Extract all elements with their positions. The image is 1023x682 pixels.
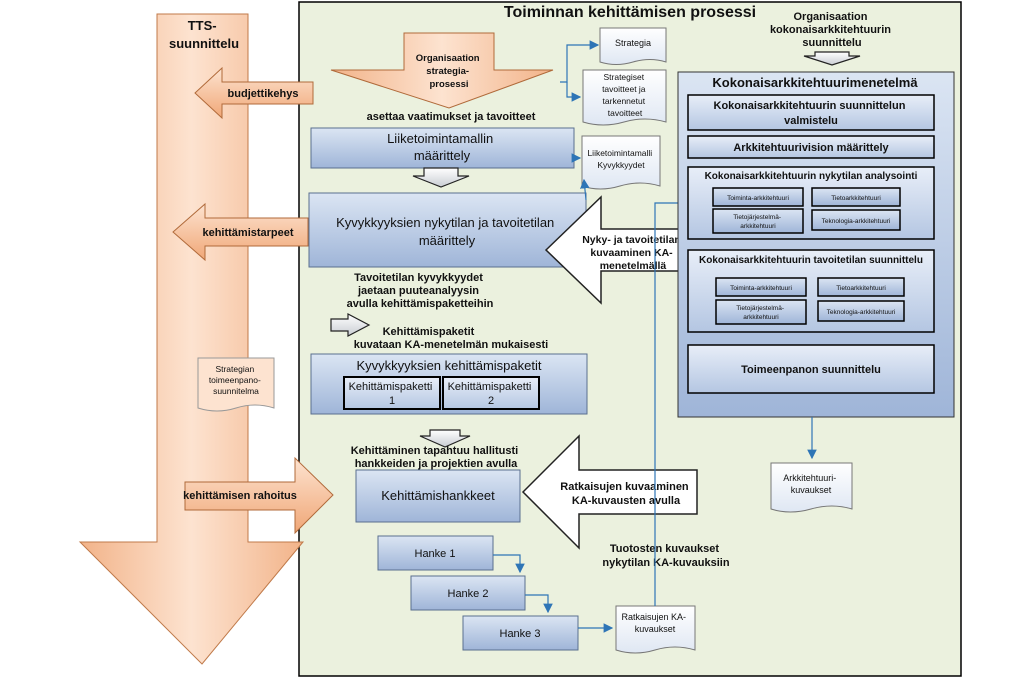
tavoitetila-teknologia <box>817 300 905 322</box>
connector-ratkaisut-ka <box>654 198 688 606</box>
tavoitetila-teknologia-label: Teknologia-arkkitehtuuri <box>827 309 896 316</box>
strategiaprosessi-arrow <box>330 32 554 109</box>
paketti2-label: Kehittämispaketti 2 <box>448 381 535 407</box>
hallitusti-text: Kehittäminen tapahtuu hallitusti hankkei… <box>351 445 522 470</box>
hanke2-label: Hanke 2 <box>448 588 489 600</box>
kyvykkyyksien-label: Kyvykkyyksien nykytilan ja tavoitetilan … <box>336 215 558 248</box>
tavoitetila-tieto <box>817 277 905 297</box>
liiketoimintamalli-box <box>310 127 575 169</box>
ka-valmistelu-box <box>687 94 935 131</box>
strategian-doc-text: Strategian toimeenpano- suunnitelma <box>209 364 263 396</box>
tavoitetila-toiminta-label: Toiminta-arkkitehtuuri <box>730 285 792 292</box>
hankkeet-box <box>355 469 521 523</box>
tts-title: TTS- suunnittelu <box>169 18 239 51</box>
strategiaprosessi-label: Organisaation strategia- prosessi <box>416 53 483 90</box>
liiketoimintamalli-label: Liiketoimintamallin määrittely <box>387 131 497 163</box>
kehittamistarpeet-label: kehittämistarpeet <box>202 227 293 239</box>
nykytila-tieto <box>811 187 901 207</box>
tuotosten-text: Tuotosten kuvaukset nykytilan KA-kuvauks… <box>602 543 729 569</box>
ka-nykytila-title: Kokonaisarkkitehtuurin nykytilan analyso… <box>705 171 918 182</box>
nykytila-tieto-label: Tietoarkkitehtuuri <box>831 195 881 202</box>
tavoitetila-text: Tavoitetilan kyvykkyydet jaetaan puutean… <box>347 272 494 310</box>
strategia-doc <box>599 27 667 65</box>
connector-strategia <box>560 40 600 83</box>
budjettikehys-label: budjettikehys <box>228 88 299 100</box>
down-arrow-1 <box>412 167 470 188</box>
tavoitetila-tieto-label: Tietoarkkitehtuuri <box>836 285 886 292</box>
nyky-arrow-label: Nyky- ja tavoitetilan kuvaaminen KA- men… <box>582 234 684 272</box>
ratkaisujen-arrow-label: Ratkaisujen kuvaaminen KA-kuvausten avul… <box>560 481 691 507</box>
hanke3-label: Hanke 3 <box>500 628 541 640</box>
nykytila-teknologia-label: Teknologia-arkkitehtuuri <box>822 218 891 225</box>
arkkitehtuuri-doc <box>770 462 853 513</box>
nykytila-toiminta <box>712 187 804 207</box>
ka-panel-title: Kokonaisarkkitehtuurimenetelmä <box>712 75 918 90</box>
ka-org-text: Organisaation kokonaisarkkitehtuurin suu… <box>770 11 894 49</box>
connector-kyv-doc <box>580 178 590 201</box>
tavoitteet-doc-text: Strategiset tavoitteet ja tarkennetut ta… <box>602 72 648 118</box>
kyvykkyyksien-box <box>308 192 587 268</box>
kehittamispaketit-text: Kehittämispaketit kuvataan KA-menetelmän… <box>354 326 548 351</box>
right-arrow-1 <box>330 313 371 337</box>
ka-visio-label: Arkkitehtuurivision määrittely <box>733 142 889 154</box>
connector-tavoitteet <box>566 82 582 102</box>
tavoitetila-tietojarjestelma <box>715 299 807 325</box>
kyvykkyydet-doc <box>581 135 661 190</box>
tavoitteet-doc <box>582 69 667 126</box>
budjettikehys-arrow <box>194 66 314 120</box>
ka-tavoitetila-title: Kokonaisarkkitehtuurin tavoitetilan suun… <box>699 255 923 266</box>
hanke1-box <box>377 535 494 571</box>
ka-toimeenpano-box <box>687 344 935 394</box>
rahoitus-arrow <box>184 456 334 535</box>
connector-hanke1-2 <box>493 554 525 574</box>
paketti1-box <box>343 376 441 410</box>
tavoitetila-tietojarjestelma-label: Tietojärjestelmä- arkkitehtuuri <box>736 305 786 321</box>
ratkaisujen-arrow <box>521 434 698 550</box>
strategia-doc-text: Strategia <box>615 38 651 48</box>
kehittamistarpeet-arrow <box>172 202 309 262</box>
strategian-doc <box>197 357 275 412</box>
ka-valmistelu-label: Kokonaisarkkitehtuurin suunnittelun valm… <box>714 100 909 127</box>
ka-toimeenpano-label: Toimeenpanon suunnittelu <box>741 364 881 376</box>
nykytila-tietojarjestelma-label: Tietojärjestelmä- arkkitehtuuri <box>733 214 783 230</box>
tts-arrow <box>78 13 305 665</box>
ratkaisujen-doc-text: Ratkaisujen KA- kuvaukset <box>621 612 688 634</box>
connector-hanke2-3 <box>525 594 553 614</box>
hanke3-box <box>462 615 579 651</box>
kyvykkyydet-doc-text: Liiketoimintamalli Kyvykkyydet <box>587 148 654 170</box>
nykytila-toiminta-label: Toiminta-arkkitehtuuri <box>727 195 789 202</box>
hankkeet-label: Kehittämishankkeet <box>381 488 495 503</box>
hanke1-label: Hanke 1 <box>415 548 456 560</box>
ratkaisujen-doc <box>615 605 696 654</box>
hanke2-box <box>410 575 526 611</box>
down-arrow-2 <box>419 429 471 448</box>
ka-down-arrow <box>803 51 861 66</box>
nykytila-teknologia <box>811 209 901 231</box>
rahoitus-label: kehittämisen rahoitus <box>183 490 297 502</box>
paketit-title: Kyvykkyyksien kehittämispaketit <box>357 358 542 373</box>
tavoitetila-toiminta <box>715 277 807 297</box>
paketti1-label: Kehittämispaketti 1 <box>349 381 436 407</box>
nykytila-tietojarjestelma <box>712 208 804 234</box>
arkkitehtuuri-doc-text: Arkkitehtuuri- kuvaukset <box>783 473 839 495</box>
asettaa-label: asettaa vaatimukset ja tavoitteet <box>367 111 536 123</box>
page-title: Toiminnan kehittämisen prosessi <box>504 4 756 21</box>
paketti2-box <box>442 376 540 410</box>
ka-visio-box <box>687 135 935 159</box>
